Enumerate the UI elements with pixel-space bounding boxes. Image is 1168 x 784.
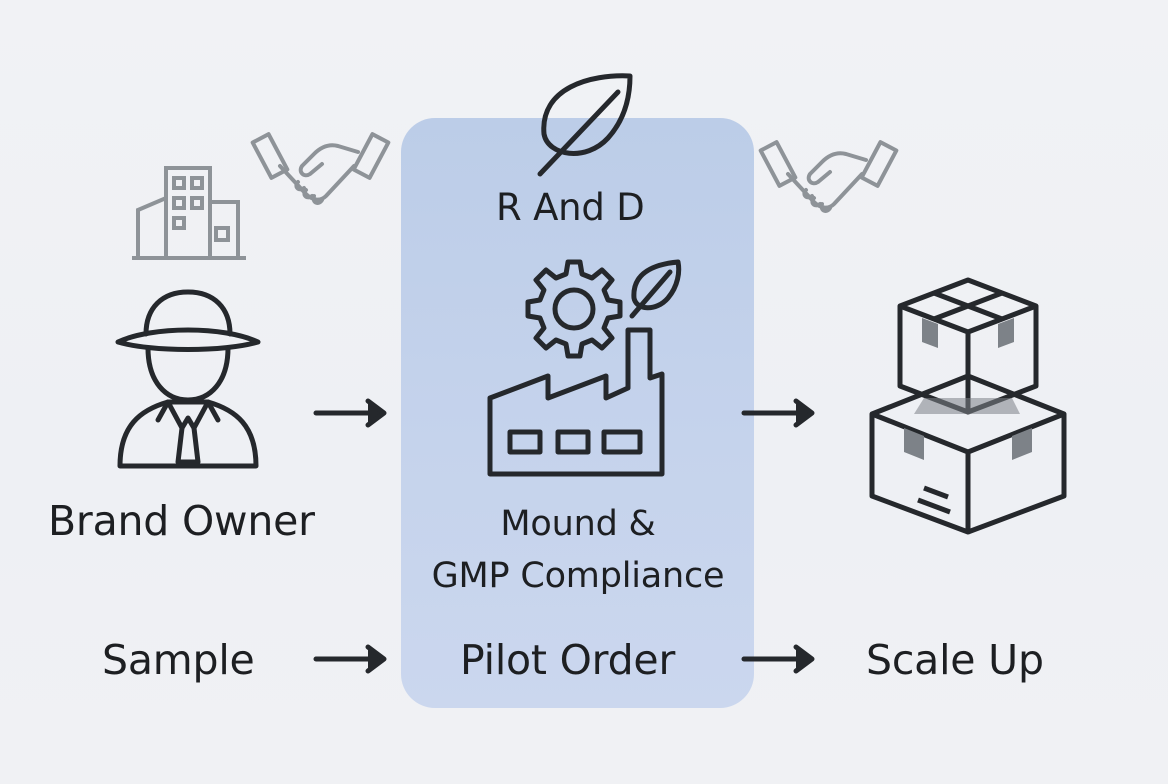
arrow-right-icon bbox=[313, 398, 387, 428]
brand-owner-label: Brand Owner bbox=[48, 497, 315, 545]
rnd-panel bbox=[401, 118, 754, 708]
handshake-icon bbox=[758, 140, 899, 213]
sample-label: Sample bbox=[102, 636, 255, 684]
arrow-right-icon bbox=[313, 644, 387, 674]
compliance-line-2: GMP Compliance bbox=[431, 556, 725, 596]
factory-icon bbox=[487, 327, 665, 477]
building-icon bbox=[132, 166, 246, 260]
arrow-right-icon bbox=[741, 644, 815, 674]
pilot-order-label: Pilot Order bbox=[460, 636, 676, 684]
leaf-icon bbox=[629, 259, 682, 319]
compliance-line-1: Mound & bbox=[500, 504, 656, 544]
leaf-icon bbox=[537, 73, 633, 177]
scale-up-label: Scale Up bbox=[866, 636, 1044, 684]
handshake-icon bbox=[250, 132, 391, 205]
person-hat-icon bbox=[115, 289, 261, 469]
stacked-boxes-icon bbox=[869, 277, 1067, 535]
gear-icon bbox=[525, 259, 623, 359]
rnd-title: R And D bbox=[496, 186, 645, 229]
arrow-right-icon bbox=[741, 398, 815, 428]
compliance-caption: Mound & GMP Compliance bbox=[408, 498, 748, 602]
